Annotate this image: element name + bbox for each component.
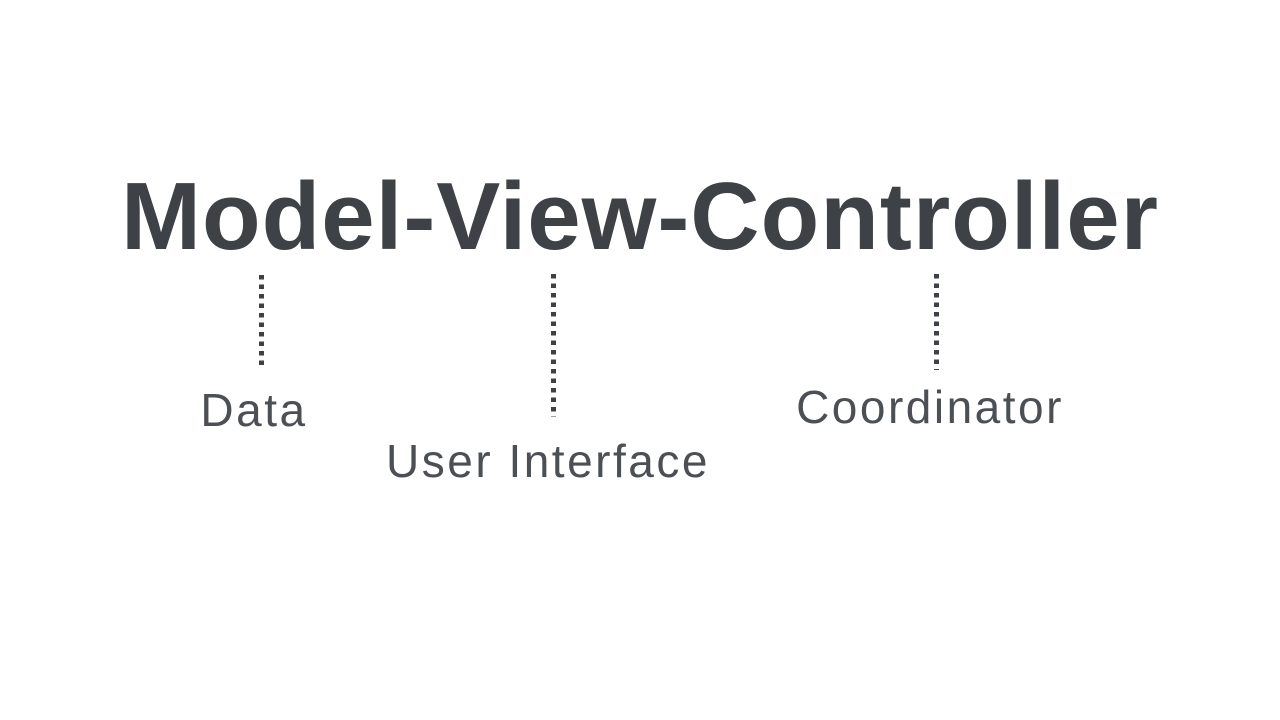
dotted-connector-view xyxy=(551,274,556,417)
page-title: Model-View-Controller xyxy=(121,163,1159,270)
dotted-connector-model xyxy=(259,275,264,370)
annotation-label-view: User Interface xyxy=(386,435,710,487)
annotation-label-controller: Coordinator xyxy=(796,381,1064,433)
annotation-label-model: Data xyxy=(200,384,308,436)
dotted-connector-controller xyxy=(934,274,939,370)
